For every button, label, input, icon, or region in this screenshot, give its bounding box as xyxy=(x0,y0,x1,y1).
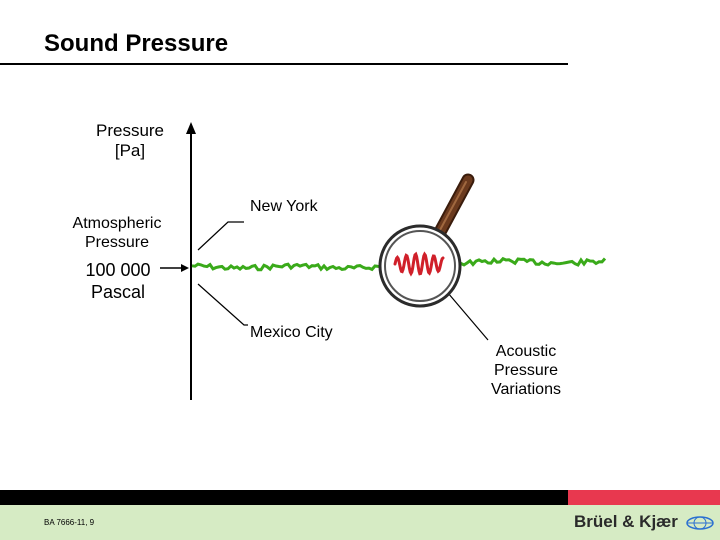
brand-name: Brüel & Kjær xyxy=(574,512,678,531)
atmospheric-pressure-label: Atmospheric Pressure xyxy=(62,214,172,252)
atmospheric-label-line2: Pressure xyxy=(62,233,172,252)
new-york-label: New York xyxy=(250,197,318,216)
value-pointer-arrow xyxy=(181,264,189,272)
footer-code: BA 7666-11, 9 xyxy=(44,518,94,527)
mexico-city-label: Mexico City xyxy=(250,323,333,342)
new-york-leader xyxy=(198,222,244,250)
acoustic-leader xyxy=(448,293,488,340)
pressure-value-label: 100 000 Pascal xyxy=(68,260,168,303)
magnifier-lens xyxy=(385,231,455,301)
pressure-line-right xyxy=(458,259,605,266)
pressure-value-number: 100 000 xyxy=(68,260,168,282)
mexico-city-leader xyxy=(198,284,248,325)
atmospheric-label-line1: Atmospheric xyxy=(62,214,172,233)
magnifier-handle-highlight xyxy=(440,182,466,230)
y-axis-arrow xyxy=(186,122,196,134)
acoustic-label-line3: Variations xyxy=(476,380,576,399)
pressure-line-left xyxy=(192,264,381,270)
globe-icon xyxy=(685,516,715,530)
footer-dark-band xyxy=(0,490,568,505)
acoustic-variations-label: Acoustic Pressure Variations xyxy=(476,342,576,400)
y-axis-label-line2: [Pa] xyxy=(80,141,180,161)
footer-accent-band xyxy=(568,490,720,505)
y-axis-label-line1: Pressure xyxy=(80,121,180,141)
pressure-value-unit: Pascal xyxy=(68,282,168,304)
acoustic-label-line1: Acoustic xyxy=(476,342,576,361)
brand-logo: Brüel & Kjær xyxy=(574,512,715,532)
acoustic-label-line2: Pressure xyxy=(476,361,576,380)
y-axis-label: Pressure [Pa] xyxy=(80,121,180,162)
